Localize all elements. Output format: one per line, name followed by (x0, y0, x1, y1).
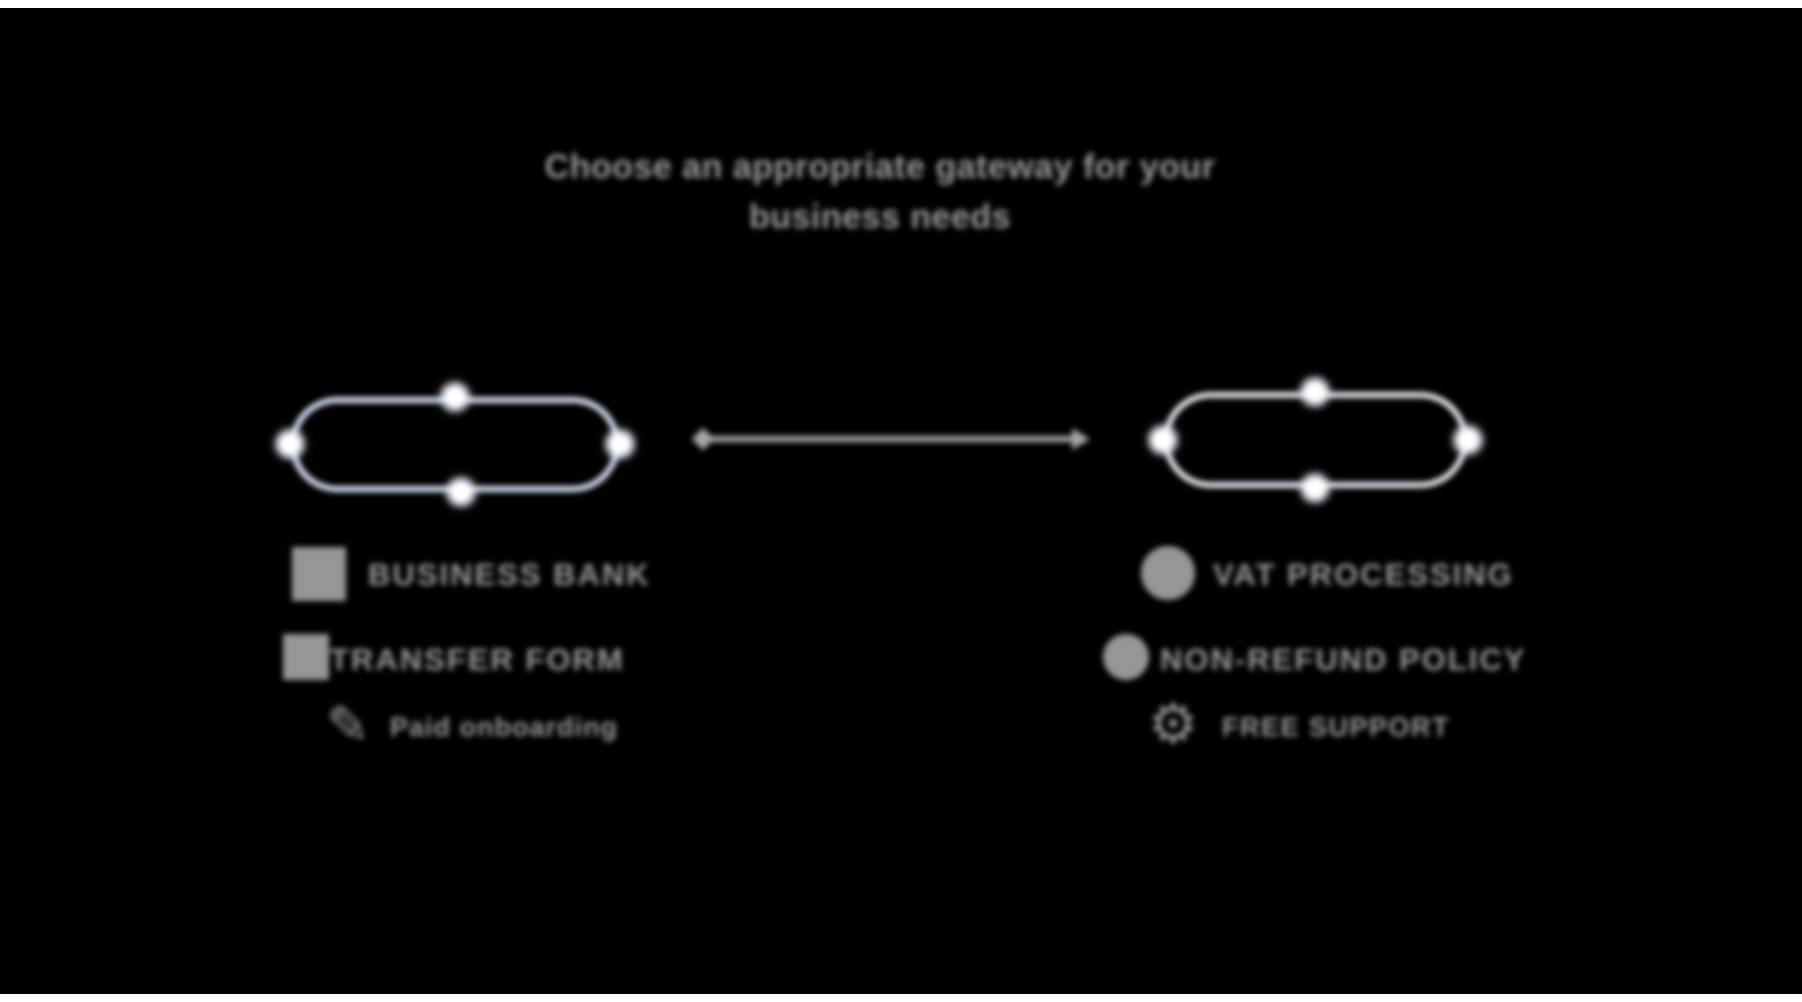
square-icon (283, 634, 329, 680)
selection-handle-bottom[interactable] (1304, 477, 1326, 499)
selection-handle-bottom[interactable] (450, 481, 472, 503)
selection-handle-left[interactable] (1152, 429, 1174, 451)
pencil-icon: ✎ (326, 697, 370, 755)
gear-icon: ⚙ (1148, 692, 1199, 755)
feature-label: VAT PROCESSING (1213, 557, 1514, 592)
connector-line (701, 436, 1073, 442)
left-pill-shape[interactable] (290, 397, 620, 492)
connector-arrow[interactable] (691, 427, 1090, 451)
feature-label: Paid onboarding (390, 712, 618, 742)
selection-handle-right[interactable] (609, 433, 631, 455)
feature-label: BUSINESS BANK (368, 557, 651, 592)
feature-label: TRANSFER FORM (330, 642, 625, 677)
page-title: Choose an appropriate gateway for your b… (0, 142, 1760, 242)
square-icon (292, 547, 346, 601)
title-line-2: business needs (748, 198, 1012, 236)
selection-handle-left[interactable] (279, 433, 301, 455)
selection-handle-top[interactable] (1304, 381, 1326, 403)
title-line-1: Choose an appropriate gateway for your (544, 148, 1216, 186)
black-canvas (0, 8, 1802, 994)
feature-label: FREE SUPPORT (1222, 712, 1451, 742)
feature-label: NON-REFUND POLICY (1160, 642, 1527, 677)
selection-handle-top[interactable] (444, 386, 466, 408)
right-pill-shape[interactable] (1163, 392, 1468, 488)
selection-handle-right[interactable] (1457, 429, 1479, 451)
circle-icon (1141, 546, 1195, 600)
circle-icon (1103, 634, 1149, 680)
arrowhead-icon (1072, 428, 1090, 450)
